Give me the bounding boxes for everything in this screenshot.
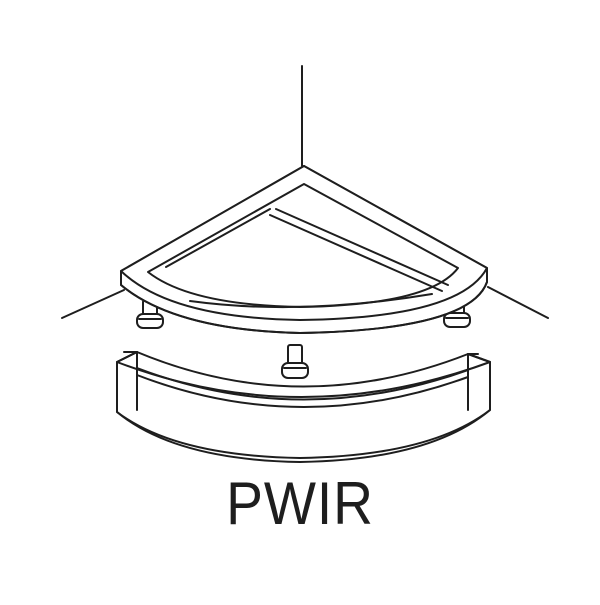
tray-foot-front — [282, 345, 308, 378]
product-code-label: PWIR — [226, 470, 374, 537]
room-corner-lines — [62, 66, 548, 318]
drain-channel — [270, 209, 448, 291]
front-apron-panel — [117, 352, 490, 462]
shower-tray-basin — [148, 184, 458, 307]
